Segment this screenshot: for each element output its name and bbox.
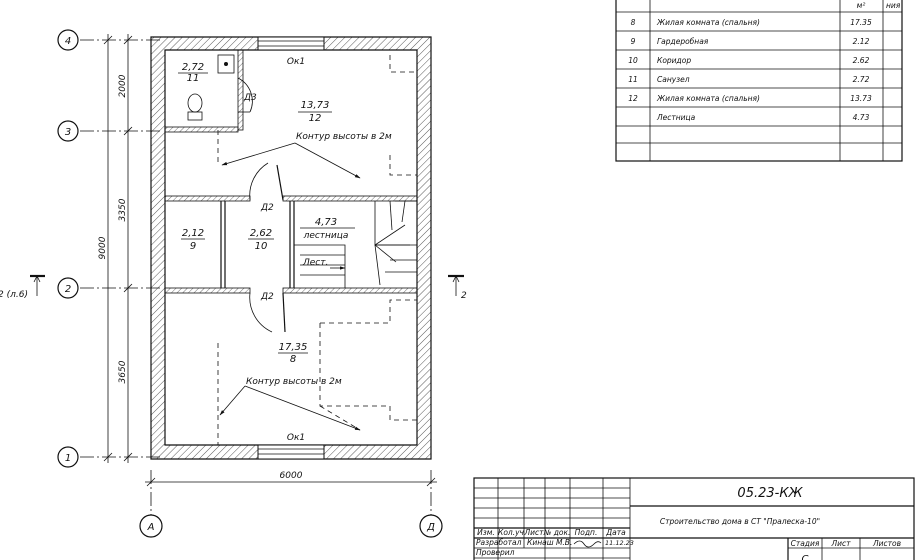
- svg-text:Кол.уч: Кол.уч: [498, 528, 525, 537]
- axis-bubble-a: А: [139, 514, 163, 538]
- svg-text:2,72: 2,72: [182, 62, 204, 73]
- svg-text:Лист: Лист: [523, 528, 544, 537]
- svg-text:10: 10: [628, 56, 638, 65]
- svg-text:Жилая комната (спальня): Жилая комната (спальня): [656, 18, 760, 27]
- svg-text:2,12: 2,12: [182, 228, 204, 239]
- svg-text:10: 10: [255, 241, 268, 252]
- title-block: 05.23-КЖ Строительство дома в СТ "Пралес…: [473, 477, 915, 560]
- svg-text:12: 12: [309, 113, 322, 124]
- dim-9000: 9000: [98, 236, 108, 259]
- axis-bubble-3: 3: [57, 120, 79, 142]
- svg-text:Санузел: Санузел: [657, 75, 690, 84]
- svg-text:ния: ния: [886, 1, 901, 10]
- door-d3: [237, 77, 253, 113]
- axis-lines: [80, 39, 432, 515]
- svg-text:Изм.: Изм.: [477, 528, 495, 537]
- room-label-stair: 4,73 лестница: [300, 217, 355, 241]
- window-label-bottom: Ок1: [287, 433, 305, 443]
- svg-text:Дата: Дата: [605, 528, 626, 537]
- window-label-top: Ок1: [287, 57, 305, 67]
- svg-text:8: 8: [290, 354, 296, 365]
- svg-text:Кинаш М.В.: Кинаш М.В.: [527, 538, 572, 547]
- svg-text:2.72: 2.72: [853, 75, 870, 84]
- svg-text:11: 11: [187, 73, 200, 84]
- door-label-d3: Д3: [243, 93, 257, 103]
- svg-text:17.35: 17.35: [850, 18, 872, 27]
- svg-text:4: 4: [65, 36, 71, 47]
- room-label-11: 2,72 11: [178, 62, 208, 84]
- svg-text:А: А: [147, 522, 155, 533]
- stair-label: Лест.: [302, 258, 328, 268]
- room-label-10: 2,62 10: [248, 228, 274, 252]
- axis-bubble-4: 4: [57, 29, 79, 51]
- svg-text:13,73: 13,73: [301, 100, 330, 111]
- svg-text:м²: м²: [857, 1, 866, 10]
- svg-text:Лестница: Лестница: [656, 113, 696, 122]
- axis-bubble-1: 1: [57, 446, 79, 468]
- contour-label-lower: Контур высоты в 2м: [246, 377, 342, 387]
- svg-text:Д: Д: [426, 522, 435, 533]
- svg-text:2.62: 2.62: [853, 56, 870, 65]
- svg-text:05.23-КЖ: 05.23-КЖ: [737, 486, 803, 501]
- svg-text:8: 8: [631, 18, 636, 27]
- svg-text:Лист: Лист: [830, 539, 851, 548]
- svg-text:С: С: [802, 554, 809, 560]
- room-label-8: 17,35 8: [278, 342, 308, 365]
- axis-bubble-d: Д: [419, 514, 443, 538]
- section-mark-right: 2: [448, 274, 467, 301]
- svg-text:2.12: 2.12: [853, 37, 870, 46]
- room-label-9: 2,12 9: [181, 228, 205, 252]
- svg-text:4,73: 4,73: [315, 217, 337, 228]
- axis-bubble-2: 2: [57, 277, 79, 299]
- svg-text:Листов: Листов: [872, 539, 901, 548]
- svg-text:Коридор: Коридор: [657, 56, 691, 65]
- interior-partitions: [164, 49, 418, 294]
- svg-text:13.73: 13.73: [850, 94, 872, 103]
- svg-text:12: 12: [628, 94, 638, 103]
- sink-icon: [217, 54, 235, 74]
- svg-text:Гардеробная: Гардеробная: [657, 37, 709, 46]
- door-d2-lower: [249, 292, 286, 333]
- svg-text:№ док.: № док.: [543, 528, 571, 537]
- dim-3650: 3650: [118, 360, 128, 383]
- toilet-icon: [187, 93, 203, 121]
- door-label-d2-lower: Д2: [260, 292, 274, 302]
- signature-mark: [573, 540, 602, 548]
- svg-text:Подп.: Подп.: [575, 528, 598, 537]
- svg-text:2: 2: [65, 284, 71, 295]
- svg-text:2 (л.6): 2 (л.6): [0, 290, 28, 300]
- svg-text:Проверил: Проверил: [476, 548, 515, 557]
- height-contour-lower: [217, 299, 417, 445]
- svg-text:9: 9: [190, 241, 196, 252]
- contour-label-upper: Контур высоты в 2м: [296, 132, 392, 142]
- room-spec-table: м² ния 8 Жилая комната (спальня) 17.35 9…: [615, 0, 903, 162]
- svg-text:Разработал: Разработал: [476, 538, 522, 547]
- room-label-12: 13,73 12: [298, 100, 332, 124]
- svg-text:4.73: 4.73: [853, 113, 870, 122]
- svg-text:Строительство дома в СТ "Прале: Строительство дома в СТ "Пралеска-10": [660, 517, 820, 526]
- svg-text:9: 9: [631, 37, 636, 46]
- svg-text:Стадия: Стадия: [791, 539, 820, 548]
- door-label-d2-upper: Д2: [260, 203, 274, 213]
- dim-3350: 3350: [118, 198, 128, 221]
- svg-text:2,62: 2,62: [250, 228, 272, 239]
- door-d2-upper: [249, 162, 284, 201]
- staircase: [294, 200, 417, 288]
- exterior-walls: [150, 36, 432, 460]
- svg-text:Жилая комната (спальня): Жилая комната (спальня): [656, 94, 760, 103]
- svg-text:2: 2: [461, 291, 467, 301]
- horizontal-dimension-chain: 6000: [145, 471, 437, 487]
- dim-6000: 6000: [280, 471, 303, 481]
- section-mark-left: 2 (л.6): [0, 274, 45, 300]
- svg-text:17,35: 17,35: [279, 342, 308, 353]
- svg-text:1: 1: [65, 453, 71, 464]
- dim-2000: 2000: [118, 74, 128, 97]
- vertical-dimension-chain: 2000 3350 3650 9000: [98, 34, 133, 463]
- svg-text:3: 3: [65, 127, 71, 138]
- svg-text:11: 11: [628, 75, 638, 84]
- svg-text:11.12.23: 11.12.23: [605, 539, 634, 547]
- height-contour-upper: [217, 55, 417, 179]
- svg-text:лестница: лестница: [303, 231, 349, 241]
